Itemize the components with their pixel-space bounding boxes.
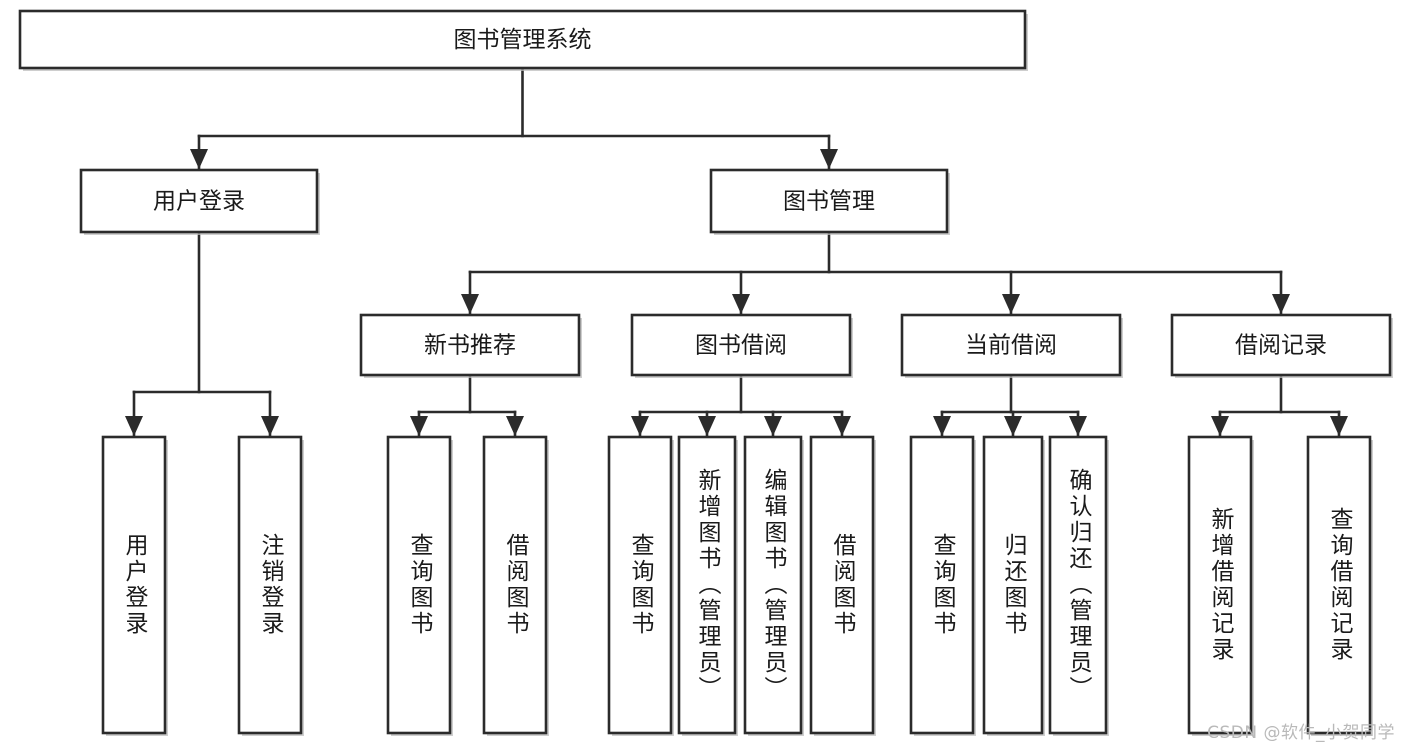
arrow-head-icon — [933, 416, 951, 436]
node-box-leaf-8[interactable] — [909, 435, 975, 735]
node-box-root[interactable] — [18, 9, 1027, 70]
node-box-leaf-12[interactable] — [1306, 435, 1372, 735]
node-label-root: 图书管理系统 — [454, 27, 592, 53]
node-box-leaf-9[interactable] — [982, 435, 1044, 735]
arrow-head-icon — [261, 416, 279, 436]
node-box-leaf-0[interactable] — [101, 435, 167, 735]
node-box-layer — [18, 9, 1393, 736]
arrow-head-icon — [125, 416, 143, 436]
arrow-head-icon — [506, 416, 524, 436]
node-box-leaf-1[interactable] — [237, 435, 303, 735]
node-box-leaf-11[interactable] — [1187, 435, 1253, 735]
node-box-level2-1[interactable] — [709, 168, 949, 234]
node-box-level2-0[interactable] — [79, 168, 319, 234]
arrow-head-icon — [1069, 416, 1087, 436]
node-box-leaf-5[interactable] — [677, 435, 737, 735]
node-box-leaf-2[interactable] — [386, 435, 452, 735]
arrow-head-icon — [1272, 294, 1290, 314]
node-label-level3-1: 图书借阅 — [695, 333, 787, 359]
node-box-level3-3[interactable] — [1170, 313, 1392, 377]
node-box-leaf-6[interactable] — [743, 435, 803, 735]
arrow-head-icon — [1330, 416, 1348, 436]
arrow-head-icon — [820, 149, 838, 169]
node-box-leaf-7[interactable] — [809, 435, 875, 735]
node-label-level3-2: 当前借阅 — [965, 333, 1057, 359]
node-label-level2-1: 图书管理 — [783, 189, 875, 215]
arrow-head-icon — [190, 149, 208, 169]
node-box-level3-1[interactable] — [630, 313, 852, 377]
node-box-level3-2[interactable] — [900, 313, 1122, 377]
arrow-head-icon — [698, 416, 716, 436]
arrow-head-icon — [1004, 416, 1022, 436]
arrow-head-icon — [631, 416, 649, 436]
arrow-head-icon — [461, 294, 479, 314]
arrow-head-icon — [732, 294, 750, 314]
arrow-head-icon — [1211, 416, 1229, 436]
node-box-level3-0[interactable] — [359, 313, 581, 377]
node-box-leaf-10[interactable] — [1048, 435, 1108, 735]
arrow-head-icon — [410, 416, 428, 436]
node-label-level3-0: 新书推荐 — [424, 333, 516, 359]
arrow-head-icon — [1002, 294, 1020, 314]
connector-layer — [125, 66, 1348, 438]
node-label-level2-0: 用户登录 — [153, 189, 245, 215]
arrow-head-icon — [764, 416, 782, 436]
node-box-leaf-4[interactable] — [607, 435, 673, 735]
node-box-leaf-3[interactable] — [482, 435, 548, 735]
csdn-watermark: CSDN @软件_小贺同学 — [1207, 723, 1395, 743]
node-label-level3-3: 借阅记录 — [1235, 333, 1327, 359]
arrow-head-icon — [833, 416, 851, 436]
